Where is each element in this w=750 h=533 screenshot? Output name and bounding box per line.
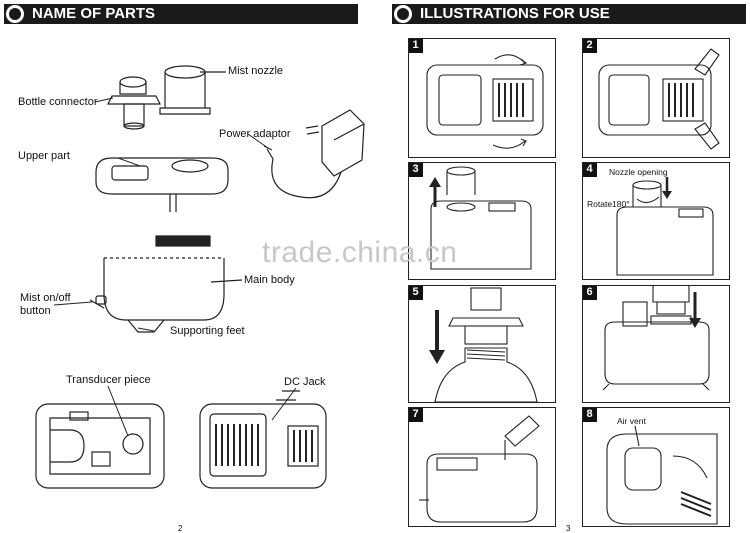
dc-jack-label: DC Jack <box>284 376 326 388</box>
step-1-panel: 1 <box>408 38 556 158</box>
bullet-icon <box>394 5 412 23</box>
air-vent-label: Air vent <box>617 416 646 426</box>
illustrations-header: ILLUSTRATIONS FOR USE <box>392 4 746 24</box>
attach-connector-drawing <box>429 287 538 402</box>
step-5-panel: 5 <box>408 285 556 403</box>
power-adaptor-label: Power adaptor <box>219 128 291 140</box>
mist-nozzle-label: Mist nozzle <box>228 65 284 77</box>
rotate-label: Rotate180° <box>587 199 630 209</box>
supporting-feet-label: Supporting feet <box>170 325 245 337</box>
mist-button-label: Mist on/off button <box>20 292 71 317</box>
base-rotate-drawing <box>426 54 544 149</box>
rotate-nozzle-drawing <box>616 177 714 276</box>
step-number: 8 <box>583 408 597 422</box>
step-8-panel: 8 Air vent <box>582 407 730 527</box>
nozzle-opening-label: Nozzle opening <box>609 167 668 177</box>
step-4-panel: 4 Nozzle opening Rotate180° <box>582 162 730 280</box>
transducer-piece-label: Transducer piece <box>66 374 151 386</box>
step-2-panel: 2 <box>582 38 730 158</box>
left-page-number: 2 <box>178 524 183 533</box>
name-of-parts-title: NAME OF PARTS <box>32 5 156 22</box>
bullet-icon <box>6 5 24 23</box>
step-number: 3 <box>409 163 423 177</box>
illustrations-title: ILLUSTRATIONS FOR USE <box>420 5 610 22</box>
right-page-number: 3 <box>566 524 571 533</box>
step-number: 2 <box>583 39 597 53</box>
feet-unfold-drawing <box>598 48 720 150</box>
insert-bottle-drawing <box>602 286 710 391</box>
upper-part-label: Upper part <box>18 150 70 162</box>
step-number: 6 <box>583 286 597 300</box>
step-7-panel: 7 <box>408 407 556 527</box>
name-of-parts-header: NAME OF PARTS <box>4 4 358 24</box>
air-vent-drawing <box>606 425 718 525</box>
step-number: 4 <box>583 163 597 177</box>
step-number: 7 <box>409 408 423 422</box>
watermark: trade.china.cn <box>262 236 458 269</box>
remove-nozzle-drawing <box>429 166 532 270</box>
main-body-label: Main body <box>244 274 295 286</box>
bottle-connector-label: Bottle connector <box>18 96 98 108</box>
parts-drawing <box>35 65 365 489</box>
fill-water-drawing <box>419 415 540 523</box>
step-number: 5 <box>409 286 423 300</box>
step-3-panel: 3 <box>408 162 556 280</box>
step-number: 1 <box>409 39 423 53</box>
step-6-panel: 6 <box>582 285 730 403</box>
